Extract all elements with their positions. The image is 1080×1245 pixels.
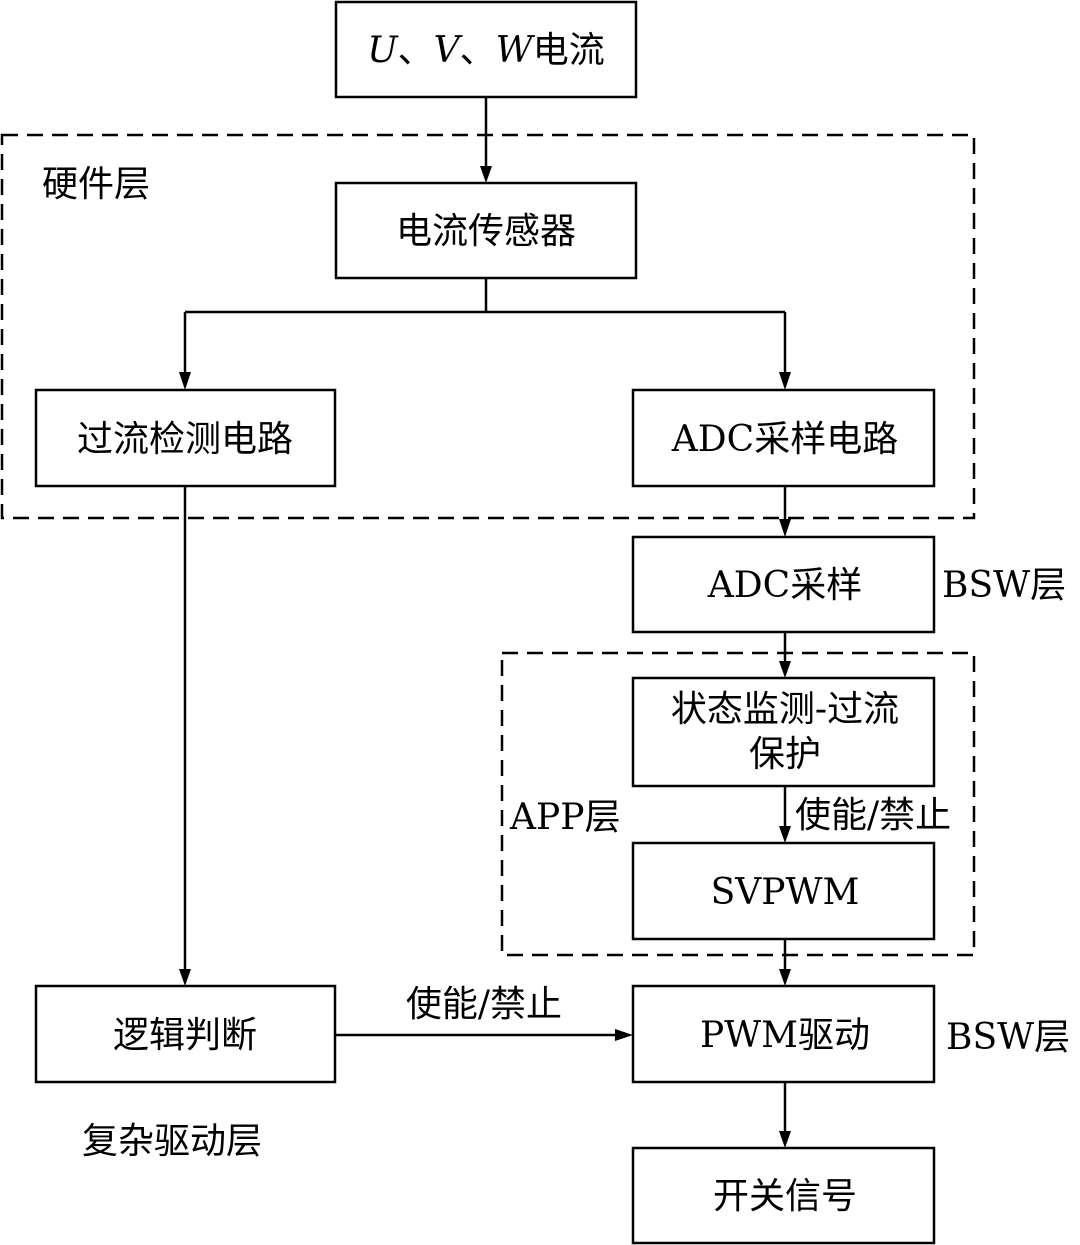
svpwm-label: SVPWM (711, 872, 860, 913)
pwm-driver-label: PWM驱动 (700, 1015, 870, 1056)
switch-signal-label: 开关信号 (713, 1176, 857, 1217)
node-state-monitor (631, 676, 936, 788)
arrowhead (779, 826, 791, 843)
arrowhead (179, 969, 191, 986)
node-svpwm (631, 841, 936, 941)
adc-sampling-label: ADC采样 (707, 565, 862, 606)
complex-driver-layer-label: 复杂驱动层 (82, 1121, 262, 1162)
overcurrent-circuit-label: 过流检测电路 (77, 419, 293, 460)
hardware-layer-group (0, 133, 976, 520)
arrowhead (779, 661, 791, 678)
arrowhead (779, 519, 791, 537)
state-monitor-label-line1: 状态监测-过流 (671, 689, 899, 730)
arrowhead (615, 1029, 633, 1041)
node-pwm-driver (631, 984, 936, 1084)
node-overcurrent-circuit (34, 388, 337, 488)
node-input-current (334, 0, 638, 99)
enable-disable-label-app: 使能/禁止 (795, 795, 951, 836)
adc-circuit-label: ADC采样电路 (671, 419, 898, 460)
logic-label: 逻辑判断 (113, 1015, 257, 1056)
node-current-sensor (334, 181, 638, 280)
input-current-label: U、V、W电流 (367, 30, 604, 71)
bsw-layer-label-top: BSW层 (942, 565, 1066, 606)
arrowhead (779, 969, 791, 986)
connectors (179, 97, 791, 1148)
state-monitor-label-line2: 保护 (749, 734, 821, 775)
hardware-layer-label: 硬件层 (42, 164, 150, 205)
node-adc-sampling (631, 535, 936, 634)
app-layer-label: APP层 (509, 797, 620, 838)
app-layer-group (500, 651, 976, 957)
node-logic (34, 984, 337, 1084)
bsw-layer-label-bottom: BSW层 (946, 1017, 1070, 1058)
node-switch-signal (631, 1146, 936, 1245)
arrowhead (779, 372, 791, 390)
current-sensor-label: 电流传感器 (396, 211, 576, 252)
arrowhead (480, 166, 492, 183)
arrowhead (179, 372, 191, 390)
enable-disable-label-logic: 使能/禁止 (406, 984, 562, 1025)
node-adc-circuit (631, 388, 936, 488)
arrowhead (779, 1131, 791, 1148)
